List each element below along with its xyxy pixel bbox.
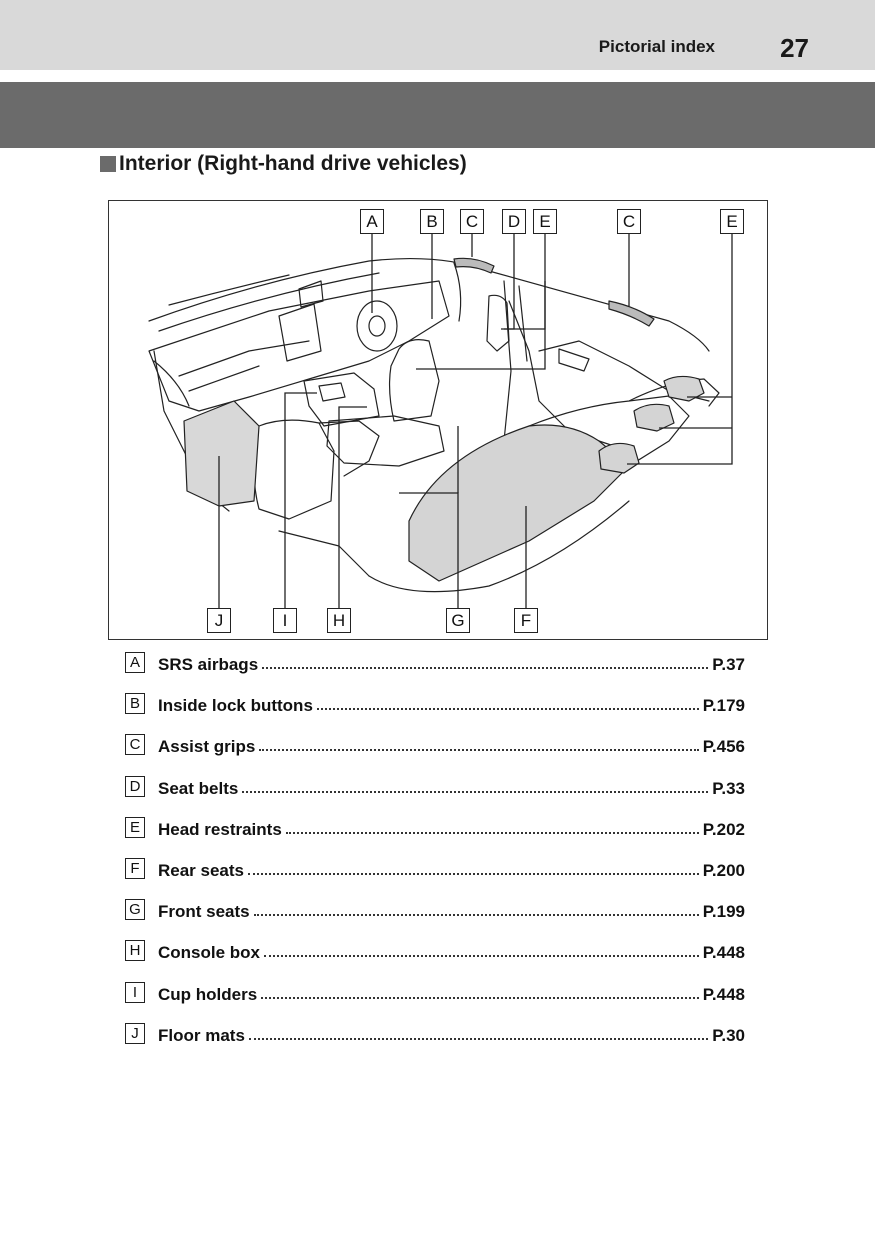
header-band	[0, 0, 875, 70]
callout-j: J	[207, 608, 231, 633]
index-term: Cup holders	[158, 984, 258, 1004]
index-row[interactable]: D Seat belts P.33	[125, 775, 745, 817]
index-page-ref[interactable]: P.448	[702, 984, 745, 1004]
callout-d: D	[502, 209, 526, 234]
header-title: Pictorial index	[598, 37, 715, 56]
index-page-ref[interactable]: P.199	[702, 902, 745, 922]
index-letter: D	[125, 775, 145, 797]
index-letter: E	[125, 816, 145, 838]
index-page-ref[interactable]: P.30	[712, 1025, 745, 1045]
index-term: Rear seats	[158, 860, 245, 880]
index-page-ref[interactable]: P.200	[702, 860, 745, 880]
callout-h: H	[327, 608, 351, 633]
leader-dots	[259, 734, 699, 752]
callout-b: B	[420, 209, 444, 234]
callout-f: F	[514, 608, 538, 633]
interior-illustration: A B C D E C E J I H G F	[108, 200, 768, 640]
index-term: Head restraints	[158, 819, 282, 839]
index-list: A SRS airbags P.37 B Inside lock buttons…	[125, 652, 745, 1064]
leader-dots	[253, 899, 699, 917]
callout-g: G	[446, 608, 470, 633]
index-row[interactable]: G Front seats P.199	[125, 899, 745, 940]
index-term: Floor mats	[158, 1025, 245, 1045]
index-letter: B	[125, 693, 145, 715]
index-row[interactable]: C Assist grips P.456	[125, 734, 745, 775]
index-letter: H	[125, 940, 145, 962]
leader-dots	[316, 693, 699, 711]
leader-dots	[285, 817, 699, 834]
index-letter: C	[125, 734, 145, 756]
index-term: Console box	[158, 943, 261, 963]
leader-dots	[261, 982, 699, 999]
index-page-ref[interactable]: P.33	[712, 778, 745, 798]
index-page-ref[interactable]: P.179	[702, 696, 745, 716]
index-row[interactable]: A SRS airbags P.37	[125, 652, 745, 693]
section-title: Interior (Right-hand drive vehicles)	[119, 152, 467, 175]
leader-dots	[242, 776, 709, 793]
index-row[interactable]: I Cup holders P.448	[125, 981, 745, 1023]
section-heading: Interior (Right-hand drive vehicles)	[100, 152, 467, 176]
page-number: 27	[780, 33, 809, 63]
leader-dots	[248, 858, 699, 875]
index-page-ref[interactable]: P.37	[712, 655, 745, 674]
index-page-ref[interactable]: P.448	[702, 943, 745, 963]
index-page-ref[interactable]: P.202	[702, 819, 745, 839]
index-term: Inside lock buttons	[158, 696, 313, 716]
index-row[interactable]: B Inside lock buttons P.179	[125, 693, 745, 734]
callout-c: C	[460, 209, 484, 234]
index-letter: G	[125, 899, 145, 921]
section-band	[0, 82, 875, 148]
callout-a: A	[360, 209, 384, 234]
callout-e: E	[533, 209, 557, 234]
square-bullet-icon	[100, 156, 116, 172]
index-row[interactable]: F Rear seats P.200	[125, 857, 745, 899]
leader-dots	[248, 1023, 709, 1040]
index-term: Assist grips	[158, 737, 256, 757]
index-letter: I	[125, 981, 145, 1003]
index-term: SRS airbags	[158, 655, 259, 674]
index-term: Seat belts	[158, 778, 239, 798]
leader-dots	[262, 652, 709, 669]
index-page-ref[interactable]: P.456	[702, 737, 745, 757]
callout-i: I	[273, 608, 297, 633]
index-row[interactable]: J Floor mats P.30	[125, 1022, 745, 1064]
index-letter: A	[125, 652, 145, 673]
index-row[interactable]: H Console box P.448	[125, 940, 745, 981]
callout-c-rear: C	[617, 209, 641, 234]
index-term: Front seats	[158, 902, 250, 922]
car-interior-drawing	[148, 233, 733, 609]
index-letter: F	[125, 857, 145, 879]
leader-dots	[264, 940, 699, 958]
callout-e-rear: E	[720, 209, 744, 234]
index-row[interactable]: E Head restraints P.202	[125, 816, 745, 858]
index-letter: J	[125, 1022, 145, 1044]
